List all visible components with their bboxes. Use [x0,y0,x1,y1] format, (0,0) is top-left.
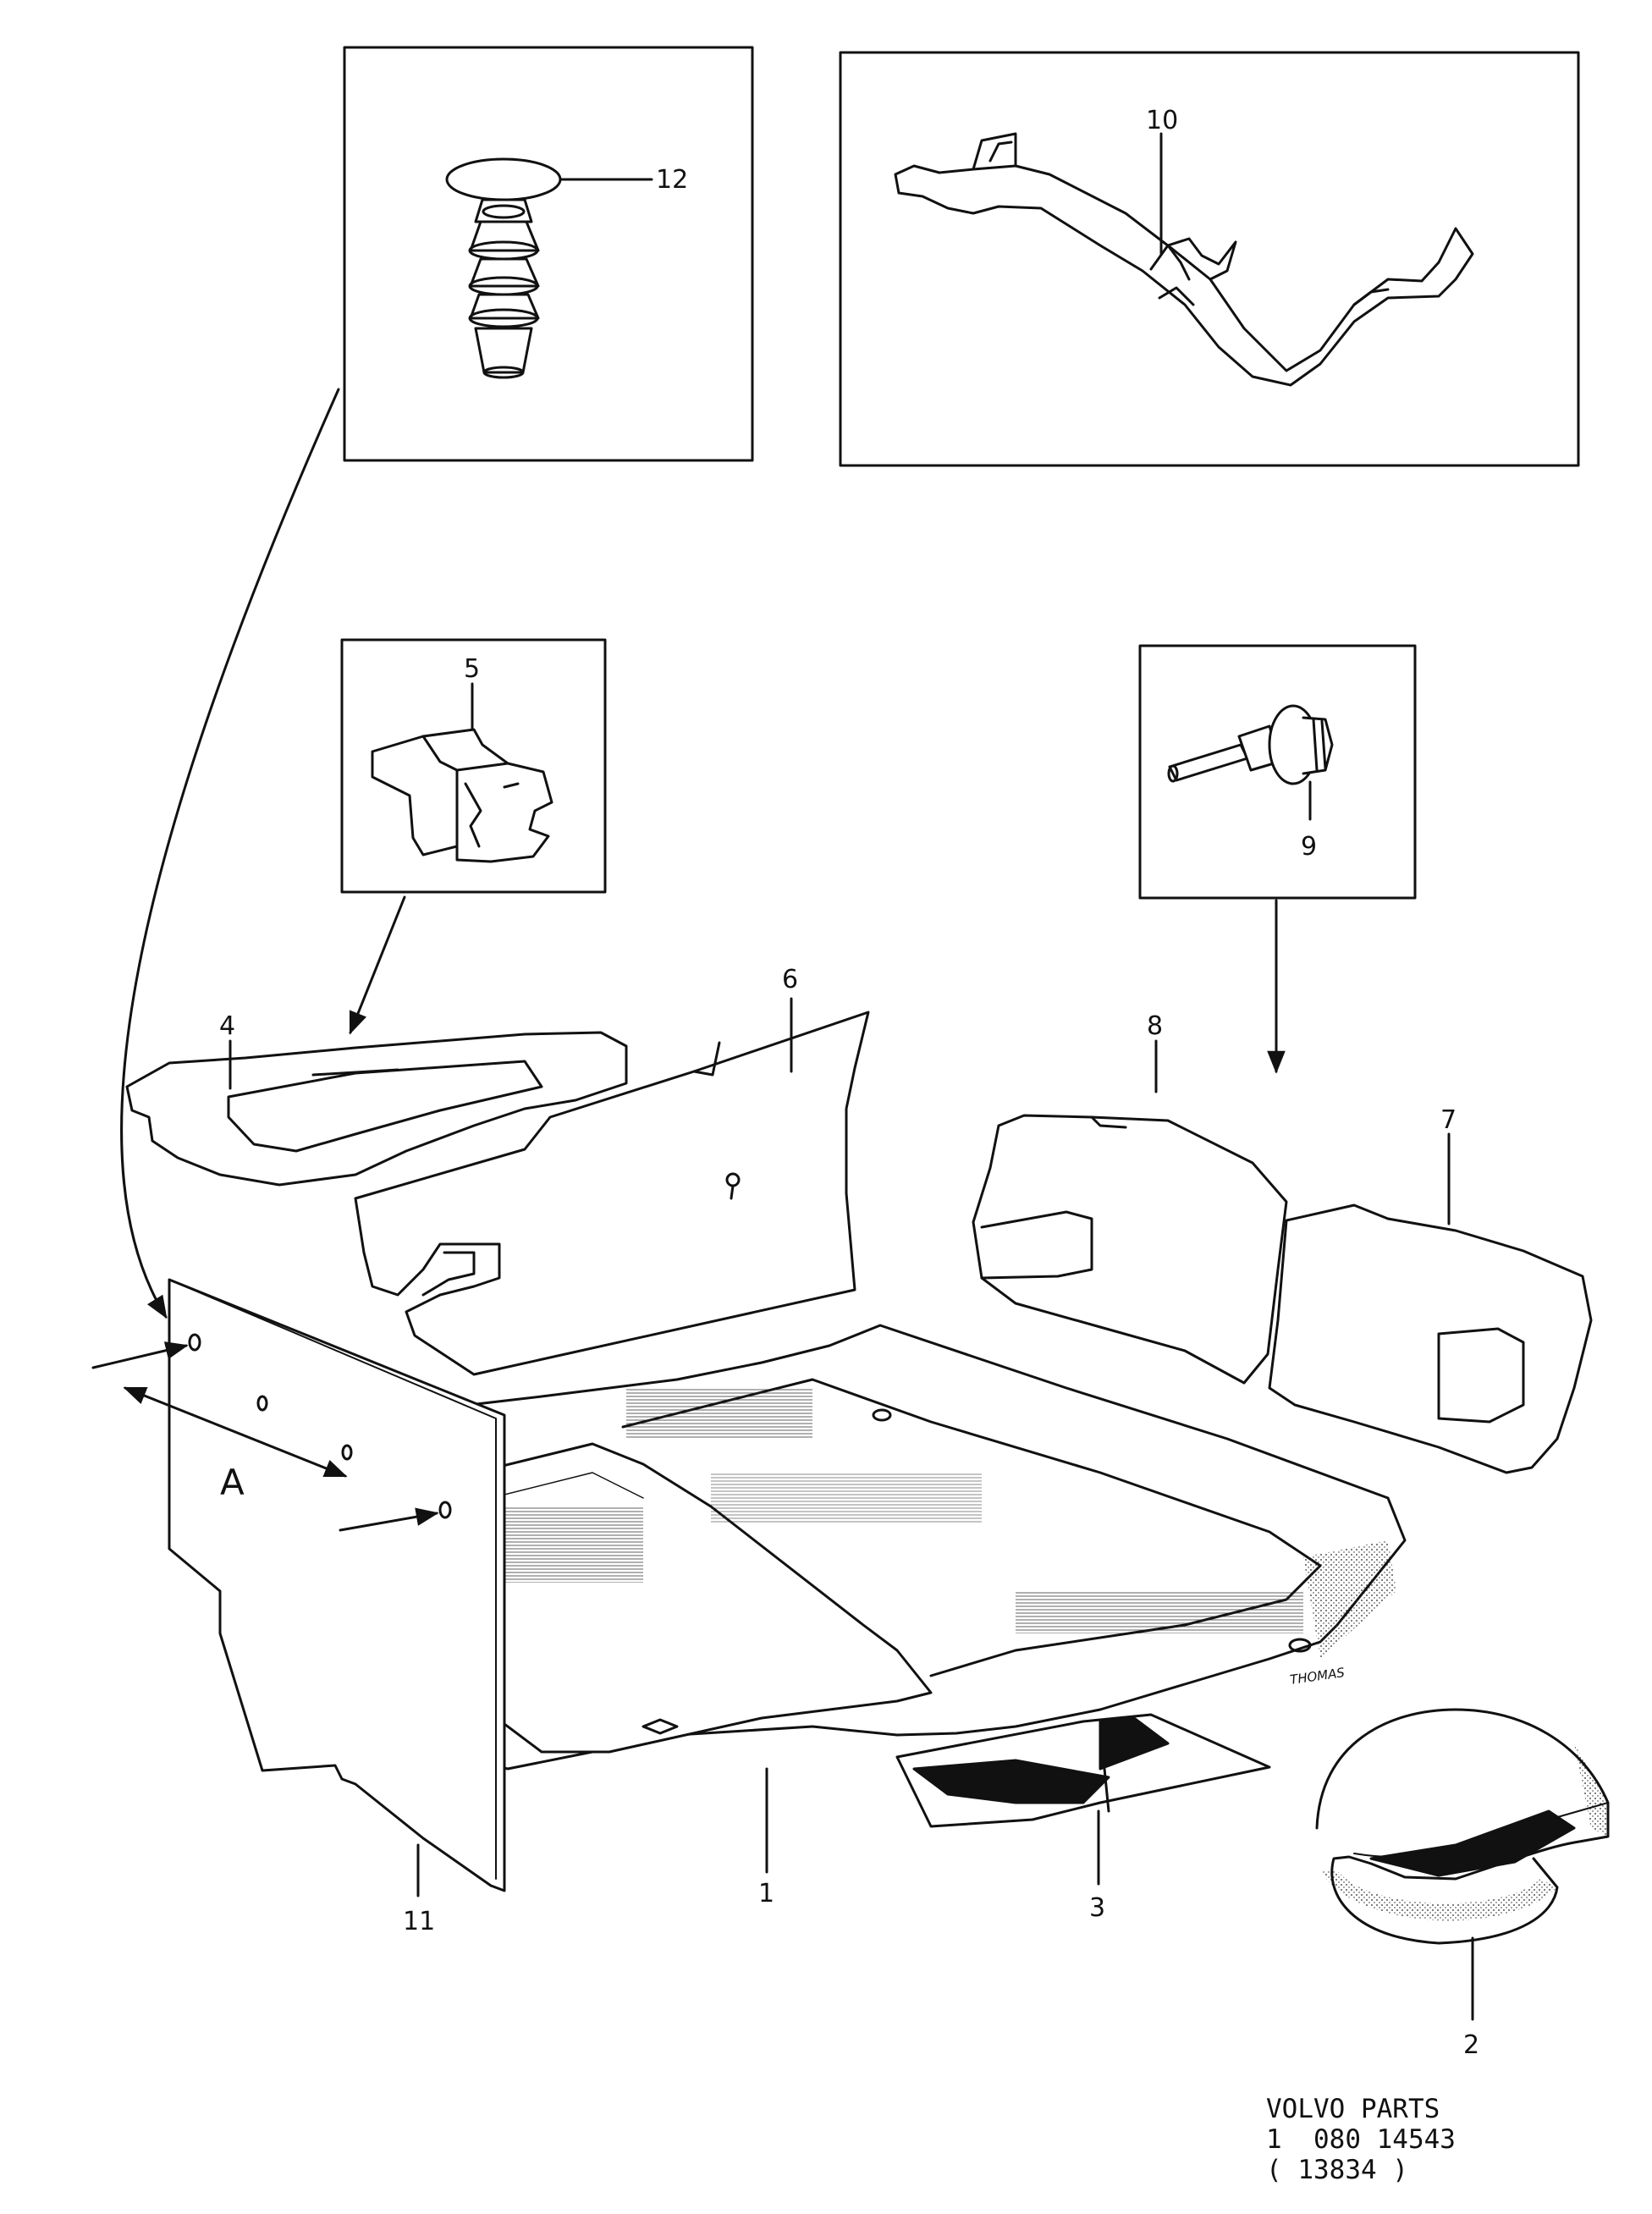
plug-clip-drawing [445,157,653,379]
inset-box-clip: 5 [340,638,607,894]
pointer-arrows [120,388,1286,1319]
callout-5: 5 [464,654,480,684]
metal-clip-drawing [371,728,553,863]
catalog-footer: VOLVO PARTS 1 080 14543 ( 13834 ) [1266,2094,1456,2185]
footer-brand: VOLVO PARTS [1266,2094,1440,2124]
part-8-panel: 8 [972,1011,1288,1385]
dimension-label-a: A [220,1462,245,1503]
inset-box-plug: 12 [343,46,754,462]
callout-1: 1 [758,1879,774,1908]
part-4-panel: 4 [125,1011,628,1187]
part-3-mat: 3 [895,1713,1271,1923]
strap-clip-drawing [894,132,1474,387]
callout-4: 4 [219,1011,235,1041]
footer-reference: ( 13834 ) [1266,2155,1408,2185]
part-7-panel: 7 [1268,1105,1593,1474]
callout-7: 7 [1440,1105,1457,1135]
callout-10: 10 [1146,106,1178,135]
part-2-tunnel-cover: 2 [1315,1708,1610,2060]
callout-2: 2 [1463,2030,1479,2060]
inset-box-strap: 10 [839,51,1580,467]
callout-3: 3 [1089,1893,1105,1923]
callout-11: 11 [403,1907,435,1936]
callout-12: 12 [656,165,688,195]
part-11-panel: A 11 [91,1278,506,1936]
callout-8: 8 [1147,1011,1163,1041]
artist-signature: THOMAS [1289,1665,1346,1688]
inset-box-pin: 9 [1138,644,1417,900]
footer-part-number: 1 080 14543 [1266,2124,1456,2155]
push-pin-drawing [1167,704,1334,785]
callout-6: 6 [782,965,798,994]
callout-9: 9 [1301,832,1317,862]
part-6-panel: 6 [354,965,870,1376]
